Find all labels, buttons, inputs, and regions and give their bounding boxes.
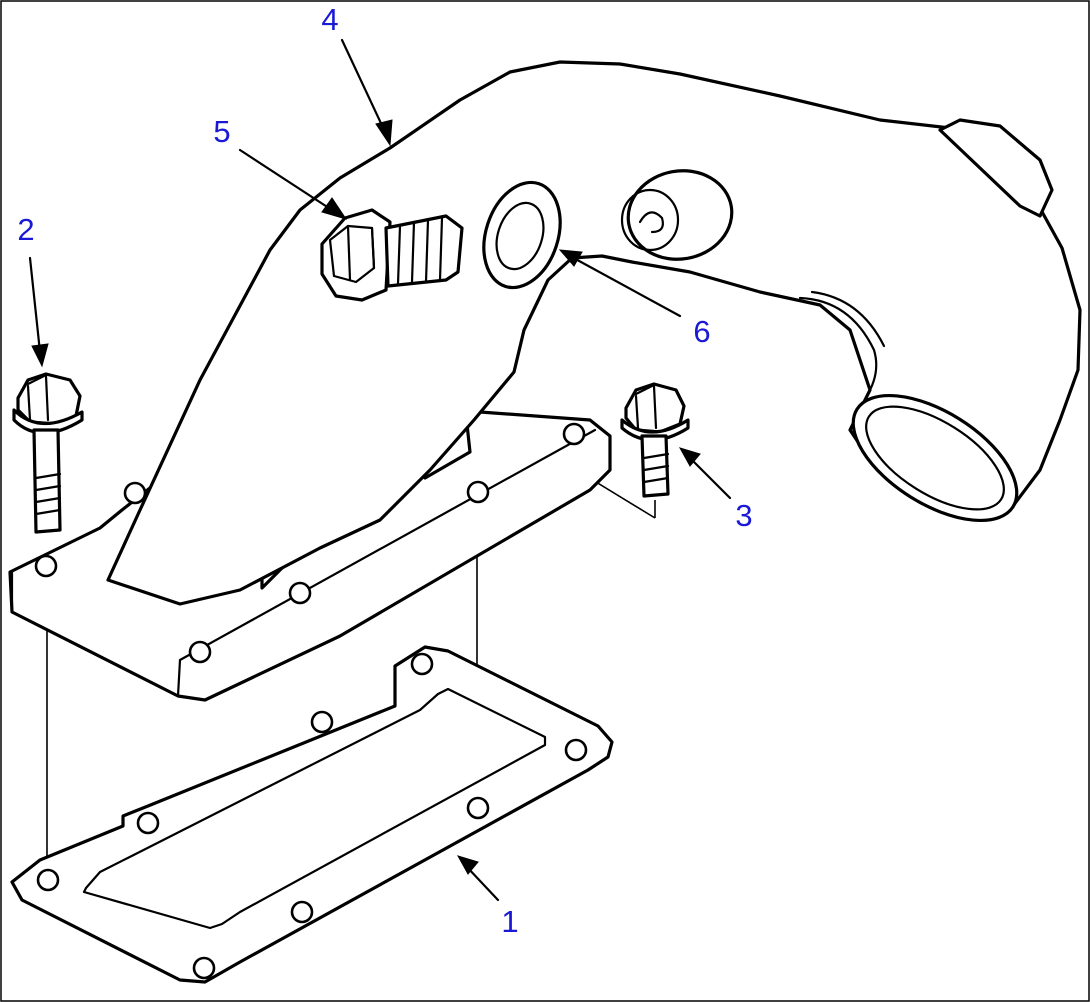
- callout-labels: 4 5 2 6 3 1: [17, 2, 752, 939]
- housing-part: [8, 60, 1082, 702]
- callout-3: 3: [735, 498, 752, 533]
- washer-part: [482, 180, 562, 290]
- callout-1: 1: [501, 904, 518, 939]
- callout-2: 2: [17, 212, 34, 247]
- long-bolt-part: [12, 372, 84, 534]
- callout-4: 4: [321, 2, 338, 37]
- leader-lines: [28, 38, 732, 902]
- callout-5: 5: [213, 114, 230, 149]
- plug-part: [320, 208, 464, 302]
- callout-6: 6: [693, 314, 710, 349]
- gasket-part: [10, 645, 614, 984]
- short-bolt-part: [620, 382, 690, 498]
